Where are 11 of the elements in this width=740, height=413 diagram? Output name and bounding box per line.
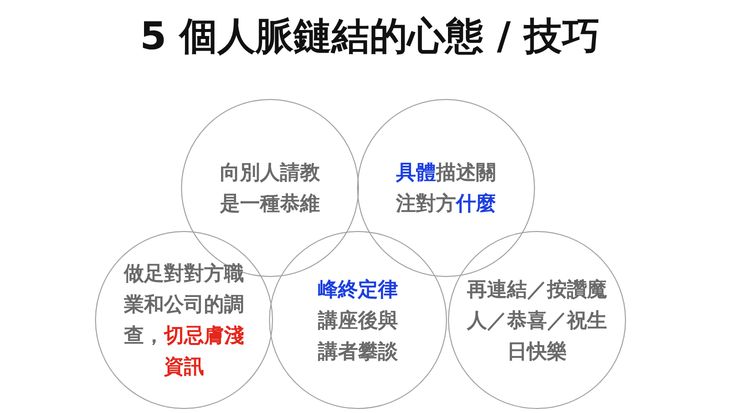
circle-text: 再連結／按讚魔人／恭喜／祝生日快樂: [467, 276, 607, 364]
title: 5 個人脈鏈結的心態 / 技巧: [140, 14, 600, 60]
circle: [269, 231, 447, 409]
circle: [448, 231, 626, 409]
circle-text: 講座後與講者攀談: [316, 306, 399, 364]
circle: [95, 231, 273, 409]
circle-text: 做足對對方職業和公司的調查，切忌膚淺資訊: [124, 260, 244, 380]
circle-text: 向別人請教是一種恭維: [220, 159, 320, 217]
circle: [357, 99, 535, 277]
circle-heading: 峰終定律: [317, 276, 399, 302]
circle-text: 具體描述關注對方什麼: [396, 159, 496, 217]
